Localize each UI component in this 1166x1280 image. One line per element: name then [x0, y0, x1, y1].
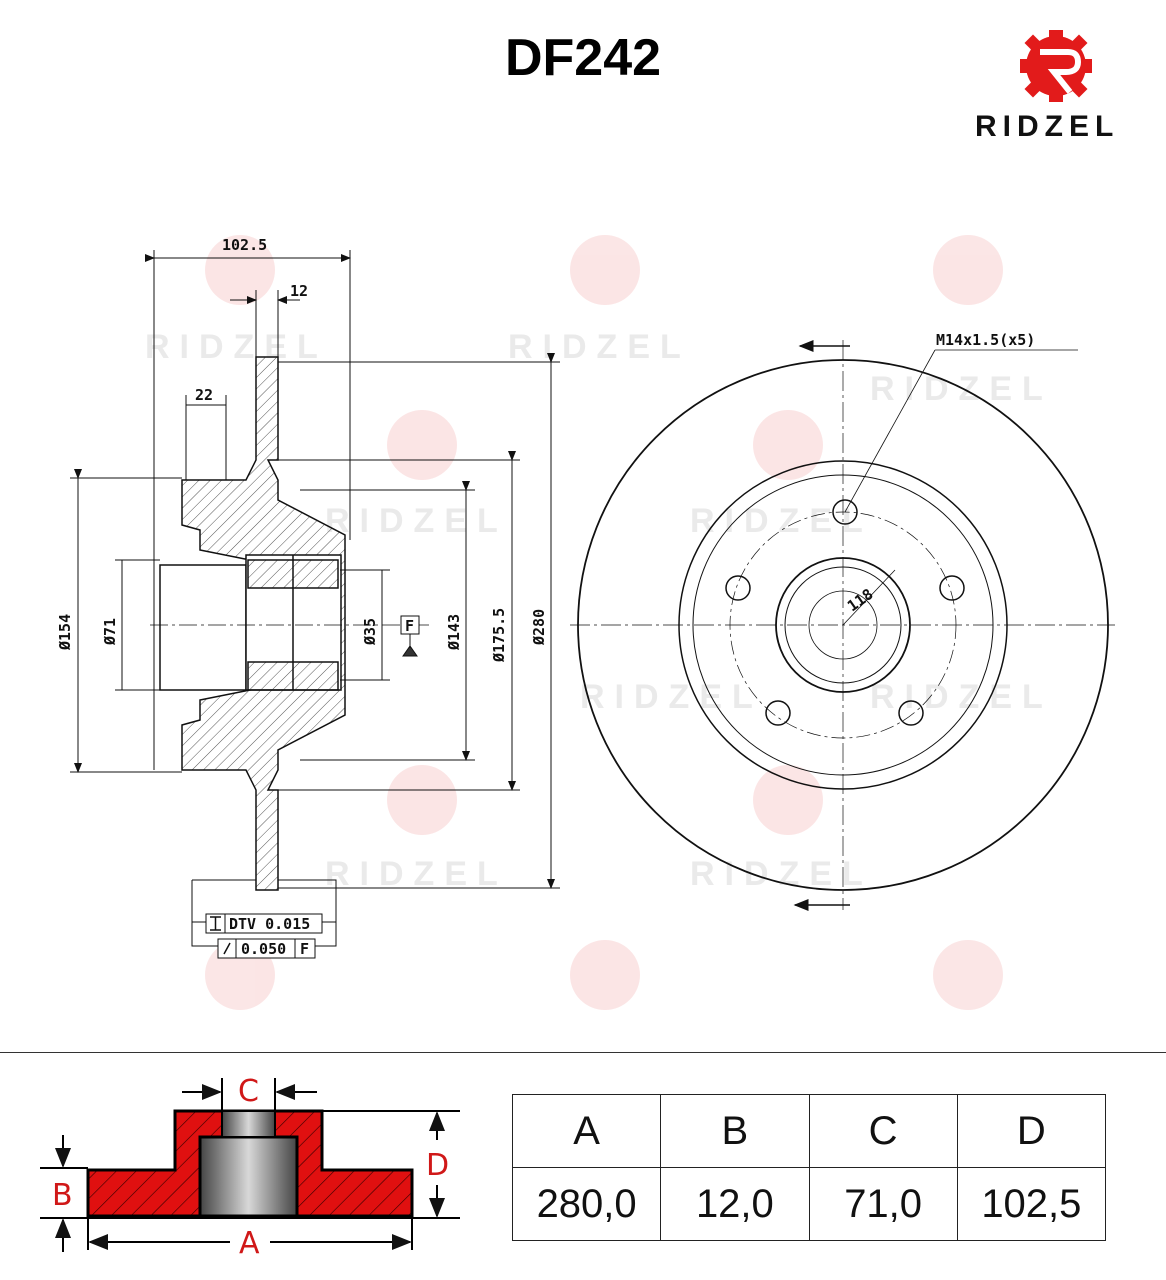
dtv-tolerance: DTV 0.015 [229, 915, 310, 933]
table-row: 280,0 12,0 71,0 102,5 [511, 1167, 1107, 1241]
table-header-row: A B C D [511, 1094, 1107, 1168]
dim-d35: Ø35 [361, 618, 379, 646]
dim-d154: Ø154 [56, 614, 74, 651]
dimensions-table: A B C D 280,0 12,0 71,0 102,5 [511, 1094, 1107, 1241]
dim-d71: Ø71 [101, 618, 119, 646]
watermark-text: RIDZEL [690, 855, 873, 893]
header-a: A [511, 1094, 662, 1168]
tolerance-frame: DTV 0.015 0.050 F [205, 913, 323, 959]
label-c: C [238, 1074, 259, 1109]
dim-d175-5: Ø175.5 [490, 608, 508, 663]
watermark-text: RIDZEL [690, 502, 873, 540]
value-a: 280,0 [511, 1167, 662, 1241]
dim-12: 12 [290, 282, 308, 300]
header-c: C [808, 1094, 958, 1168]
datum-f-label: F [405, 617, 414, 635]
dim-22: 22 [195, 386, 213, 404]
watermark-text: RIDZEL [325, 502, 508, 540]
value-b: 12,0 [660, 1167, 810, 1241]
pcd-118: 118 [844, 585, 877, 615]
part-number-title: DF242 [504, 29, 662, 87]
runout-datum: F [300, 940, 309, 958]
runout-tolerance: 0.050 [241, 940, 286, 958]
flatness-icon [210, 916, 221, 931]
dimension-schematic: A B C D [40, 1074, 460, 1261]
label-b: B [52, 1178, 73, 1213]
value-d: 102,5 [956, 1167, 1107, 1241]
watermark-text: RIDZEL [508, 328, 691, 366]
header-b: B [660, 1094, 810, 1168]
side-section-view [150, 356, 430, 891]
watermark-text: RIDZEL [325, 855, 508, 893]
value-c: 71,0 [808, 1167, 958, 1241]
dim-d143: Ø143 [445, 614, 463, 651]
watermark-text: RIDZEL [580, 678, 763, 716]
brand-name: RIDZEL [975, 110, 1120, 143]
label-a: A [239, 1226, 260, 1261]
datum-triangle-icon [402, 634, 418, 657]
dim-102-5: 102.5 [222, 236, 267, 254]
watermark-text: RIDZEL [870, 370, 1053, 408]
label-d: D [426, 1148, 449, 1183]
front-view-disc [570, 340, 1115, 911]
watermark-text: RIDZEL [145, 328, 328, 366]
thread-spec: M14x1.5(x5) [936, 331, 1035, 349]
dim-d280: Ø280 [530, 609, 548, 646]
section-divider [0, 1052, 1166, 1053]
watermark-text: RIDZEL [870, 678, 1053, 716]
header-d: D [956, 1094, 1107, 1168]
dimension-lines [70, 250, 560, 947]
ridzel-logo-icon [1020, 30, 1092, 102]
runout-icon [223, 942, 231, 955]
bolt-holes [725, 499, 965, 726]
